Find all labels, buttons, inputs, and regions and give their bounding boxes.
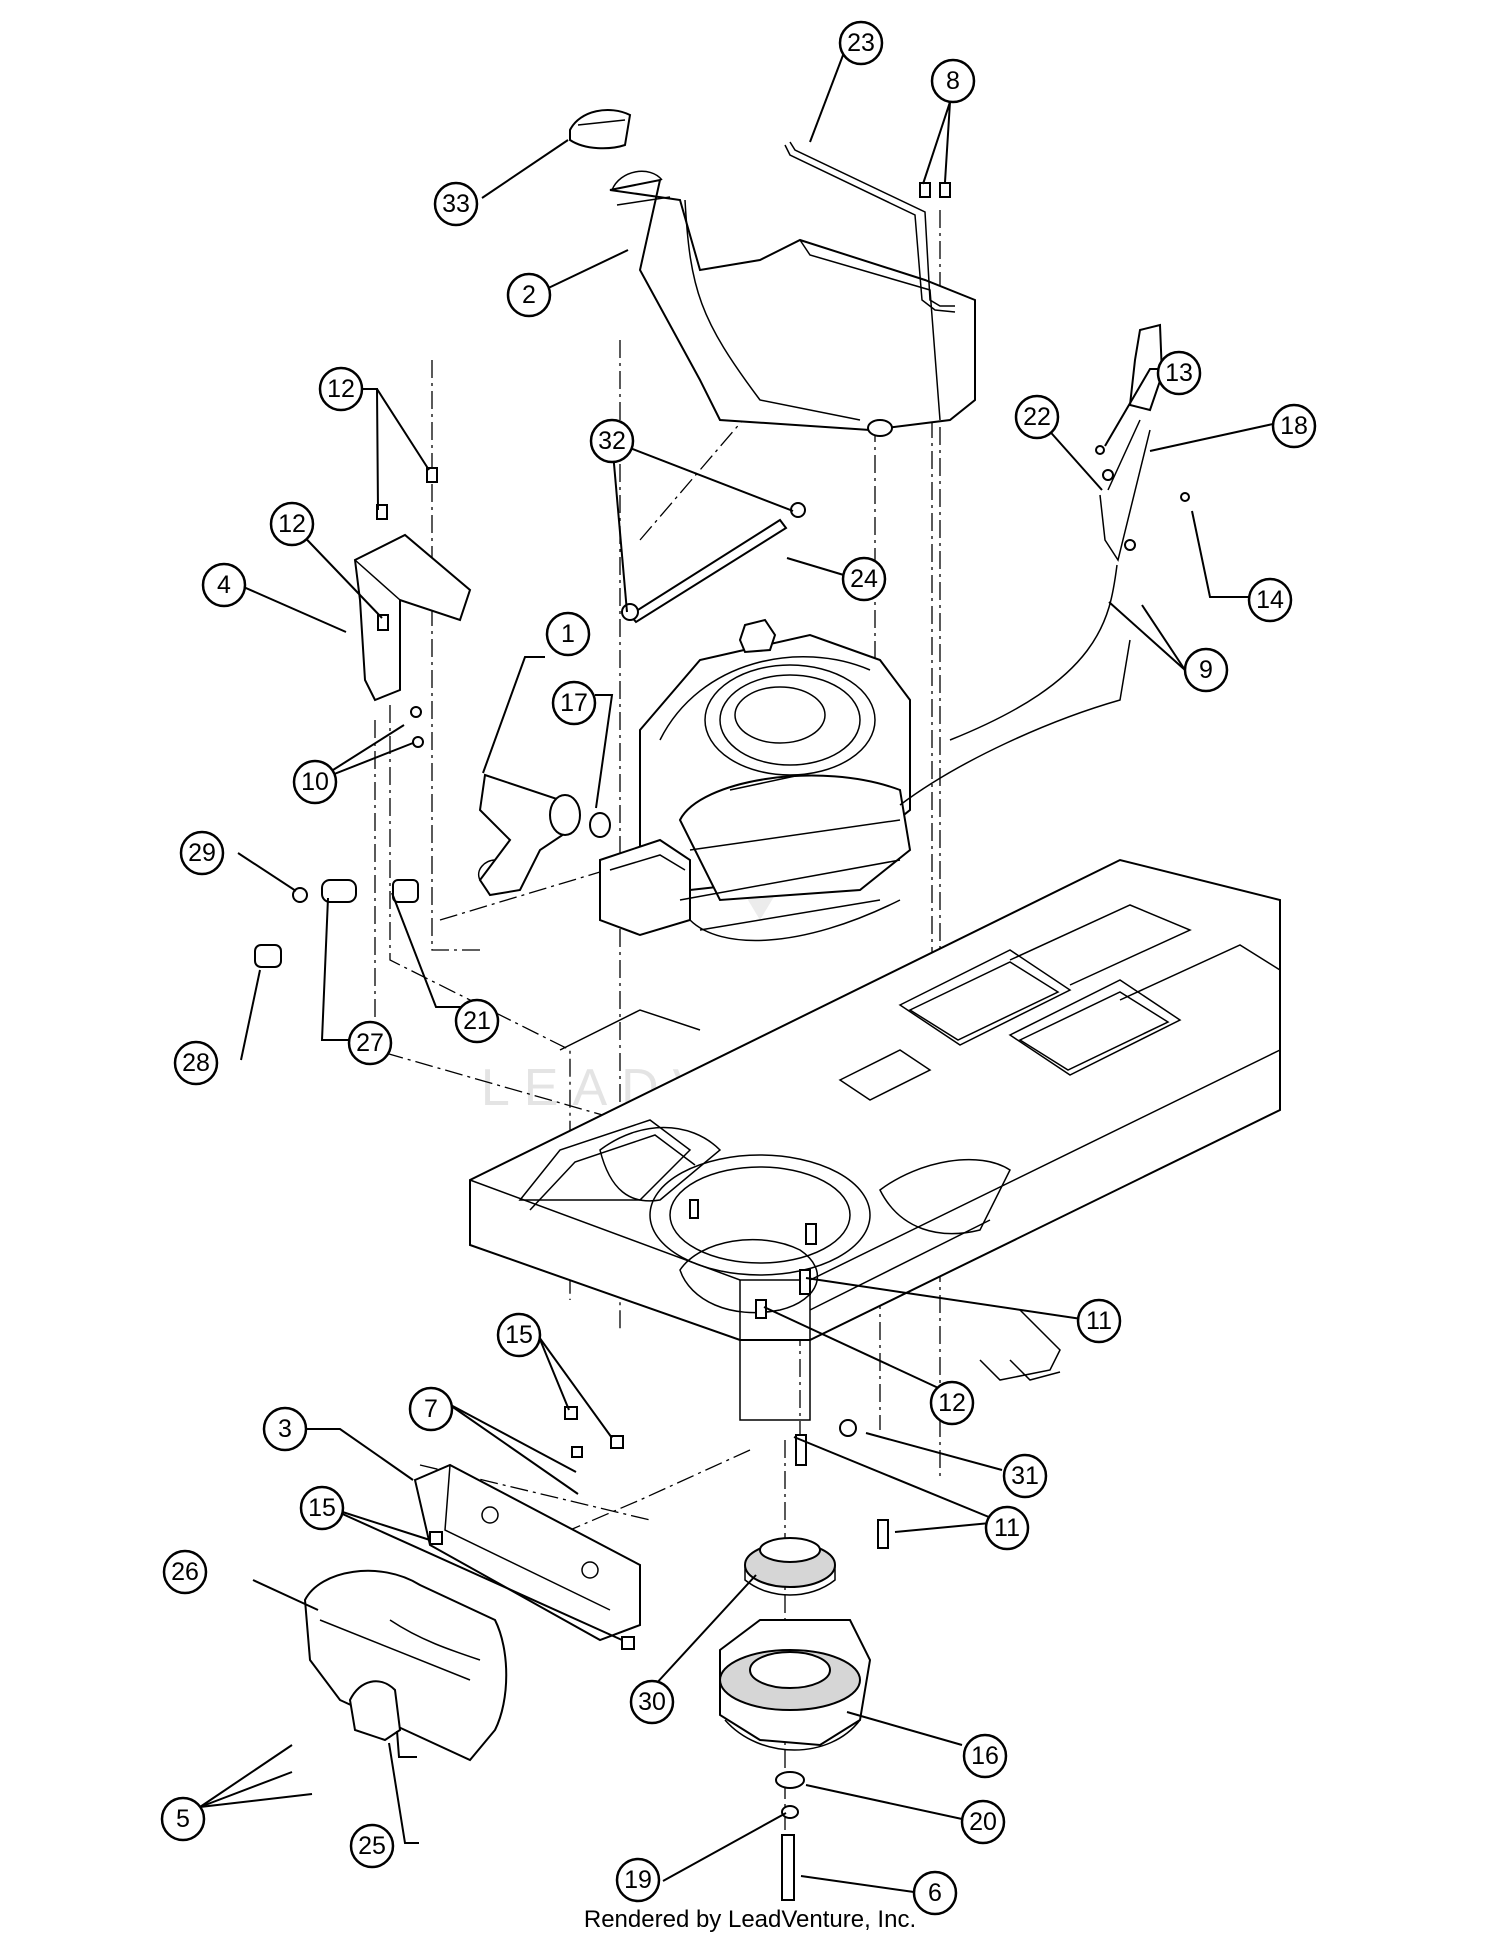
svg-text:14: 14 [1256, 586, 1284, 614]
callout-17: 17 [551, 680, 597, 726]
svg-text:26: 26 [171, 1558, 199, 1586]
svg-text:25: 25 [358, 1832, 386, 1860]
svg-text:11: 11 [1086, 1307, 1112, 1335]
svg-text:16: 16 [971, 1742, 999, 1770]
svg-text:29: 29 [188, 839, 216, 867]
svg-text:21: 21 [463, 1007, 491, 1035]
callout-12b: 12 [269, 501, 315, 547]
throttle-lever [949, 323, 1164, 741]
callouts: 1 2 3 4 5 6 7 8 9 10 11 11 12 12 12 13 1… [160, 20, 1317, 1916]
svg-text:12: 12 [278, 510, 306, 538]
callout-25: 25 [349, 1823, 395, 1869]
svg-text:31: 31 [1011, 1462, 1039, 1490]
callout-19: 19 [615, 1857, 661, 1903]
svg-text:19: 19 [624, 1866, 652, 1894]
callout-13: 13 [1156, 350, 1202, 396]
callout-20: 20 [960, 1799, 1006, 1845]
chassis-frame [469, 858, 1281, 1421]
svg-text:6: 6 [928, 1879, 942, 1907]
leader-lines [199, 41, 1274, 1894]
callout-5: 5 [160, 1796, 206, 1842]
svg-text:8: 8 [946, 67, 960, 95]
svg-text:27: 27 [356, 1029, 384, 1057]
svg-text:5: 5 [176, 1805, 190, 1833]
svg-text:23: 23 [847, 29, 875, 57]
callout-6: 6 [912, 1870, 958, 1916]
callout-32: 32 [589, 418, 635, 464]
callout-14: 14 [1247, 577, 1293, 623]
callout-9: 9 [1183, 647, 1229, 693]
callout-22: 22 [1014, 394, 1060, 440]
callout-10: 10 [292, 759, 338, 805]
pulley [744, 1537, 836, 1596]
callout-11b: 11 [984, 1505, 1030, 1551]
callout-11a: 11 [1076, 1298, 1122, 1344]
svg-text:32: 32 [598, 427, 626, 455]
svg-text:4: 4 [217, 571, 231, 599]
small-hardware [376, 182, 1190, 1901]
svg-text:2: 2 [522, 281, 536, 309]
callout-24: 24 [841, 556, 887, 602]
air-filter-housing [303, 1569, 508, 1762]
svg-text:10: 10 [301, 768, 329, 796]
exhaust-pipe [478, 773, 611, 897]
svg-text:12: 12 [327, 375, 355, 403]
callout-3: 3 [262, 1406, 308, 1452]
muffler-fittings [254, 879, 419, 968]
callout-31: 31 [1002, 1453, 1048, 1499]
callout-15a: 15 [496, 1312, 542, 1358]
svg-text:18: 18 [1280, 412, 1308, 440]
mounting-bracket [413, 1463, 641, 1642]
callout-28: 28 [173, 1040, 219, 1086]
svg-text:11: 11 [994, 1514, 1020, 1542]
fuel-tank [609, 170, 976, 437]
svg-text:1: 1 [561, 620, 575, 648]
callout-27: 27 [347, 1020, 393, 1066]
callout-18: 18 [1271, 403, 1317, 449]
callout-23: 23 [838, 20, 884, 66]
callout-16: 16 [962, 1733, 1008, 1779]
callout-21: 21 [454, 998, 500, 1044]
callout-8: 8 [930, 58, 976, 104]
callout-33: 33 [433, 181, 479, 227]
engine [599, 618, 1131, 942]
footer-credit: Rendered by LeadVenture, Inc. [583, 1906, 917, 1933]
callout-12c: 12 [929, 1380, 975, 1426]
svg-text:15: 15 [505, 1321, 533, 1349]
svg-text:15: 15 [308, 1494, 336, 1522]
svg-text:7: 7 [424, 1395, 438, 1423]
callout-7: 7 [408, 1386, 454, 1432]
exhaust-shield [353, 533, 472, 702]
callout-26: 26 [162, 1549, 208, 1595]
callout-15b: 15 [299, 1485, 345, 1531]
fuel-cap [569, 109, 632, 150]
svg-text:9: 9 [1199, 656, 1213, 684]
svg-text:20: 20 [969, 1808, 997, 1836]
callout-30: 30 [629, 1679, 675, 1725]
svg-text:17: 17 [560, 689, 588, 717]
svg-text:3: 3 [278, 1415, 292, 1443]
callout-2: 2 [506, 272, 552, 318]
callout-12a: 12 [318, 366, 364, 412]
svg-text:30: 30 [638, 1688, 666, 1716]
svg-text:22: 22 [1023, 403, 1051, 431]
svg-text:12: 12 [938, 1389, 966, 1417]
callout-4: 4 [201, 562, 247, 608]
vent-tube [784, 141, 956, 313]
svg-text:13: 13 [1165, 359, 1193, 387]
fuel-line [628, 518, 788, 624]
svg-text:33: 33 [442, 190, 470, 218]
svg-text:24: 24 [850, 565, 878, 593]
svg-text:28: 28 [182, 1049, 210, 1077]
electric-clutch [719, 1619, 872, 1751]
callout-29: 29 [179, 830, 225, 876]
callout-1: 1 [545, 611, 591, 657]
